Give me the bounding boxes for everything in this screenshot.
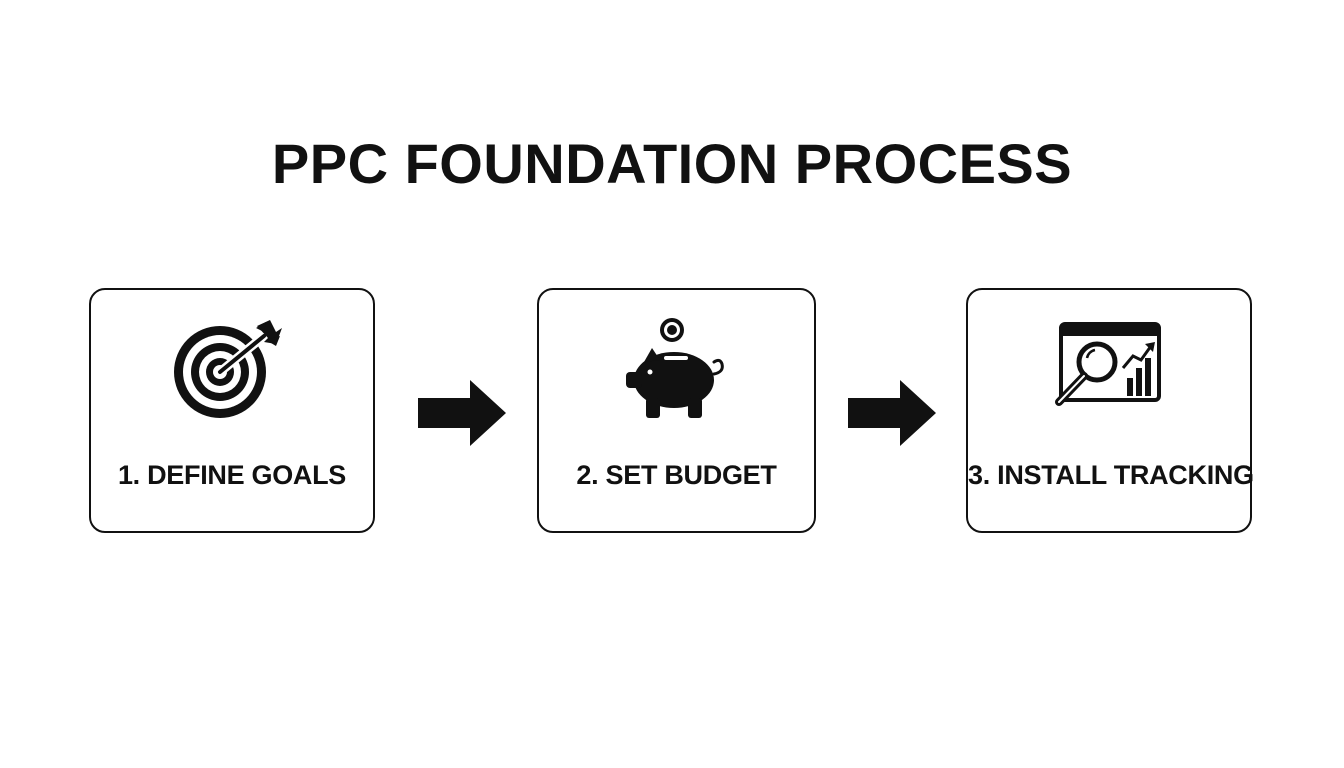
- step-label: 1. DEFINE GOALS: [117, 460, 347, 490]
- step-card-set-budget: 2. SET BUDGET: [537, 288, 816, 533]
- right-arrow-icon: [848, 380, 936, 446]
- analytics-magnifier-icon: [1055, 322, 1161, 406]
- piggy-bank-icon: [625, 318, 724, 418]
- page-title: PPC FOUNDATION PROCESS: [271, 132, 1073, 195]
- step-card-install-tracking: 3. INSTALL TRACKING: [966, 288, 1254, 533]
- step-label: 3. INSTALL TRACKING: [968, 460, 1254, 490]
- target-arrow-icon: [174, 320, 282, 418]
- right-arrow-icon: [418, 380, 506, 446]
- step-label: 2. SET BUDGET: [576, 460, 777, 490]
- step-card-define-goals: 1. DEFINE GOALS: [89, 288, 375, 533]
